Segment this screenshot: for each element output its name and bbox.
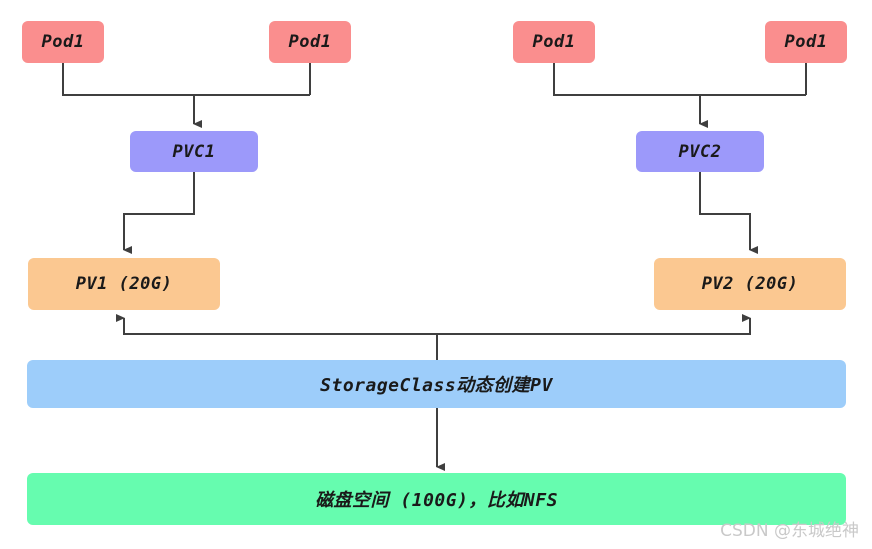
- edge-storageclass-to-pv2: [437, 314, 751, 335]
- edge-pod3-to-pvc2: [553, 63, 806, 96]
- pod-node-4[interactable]: Pod1: [765, 21, 847, 63]
- pod-node-1[interactable]: Pod1: [22, 21, 104, 63]
- edge-pvc2-to-pv2: [699, 172, 758, 254]
- watermark-text: CSDN @东城绝神: [720, 521, 859, 541]
- storageclass-node[interactable]: StorageClass动态创建PV: [27, 360, 846, 408]
- edge-pvc1-to-pv1: [123, 172, 195, 254]
- pvc-node-2[interactable]: PVC2: [636, 131, 764, 172]
- pv-node-1[interactable]: PV1 (20G): [28, 258, 220, 310]
- pod-label-1: Pod1: [41, 32, 85, 52]
- pod-label-3: Pod1: [532, 32, 576, 52]
- pv-label-2: PV2 (20G): [701, 274, 799, 294]
- pvc-label-2: PVC2: [678, 141, 722, 162]
- edge-pod1-to-pvc1: [62, 63, 310, 96]
- edge-storageclass-to-pv1: [116, 314, 438, 360]
- disk-label: 磁盘空间 (100G)，比如NFS: [315, 490, 558, 511]
- pvc-node-1[interactable]: PVC1: [130, 131, 258, 172]
- pvc-label-1: PVC1: [172, 141, 216, 162]
- disk-node[interactable]: 磁盘空间 (100G)，比如NFS: [27, 473, 846, 525]
- pod-label-2: Pod1: [288, 32, 332, 52]
- pod-node-3[interactable]: Pod1: [513, 21, 595, 63]
- storageclass-label: StorageClass动态创建PV: [320, 375, 553, 396]
- pv-node-2[interactable]: PV2 (20G): [654, 258, 846, 310]
- pod-node-2[interactable]: Pod1: [269, 21, 351, 63]
- pod-label-4: Pod1: [784, 32, 828, 52]
- pv-label-1: PV1 (20G): [75, 274, 173, 294]
